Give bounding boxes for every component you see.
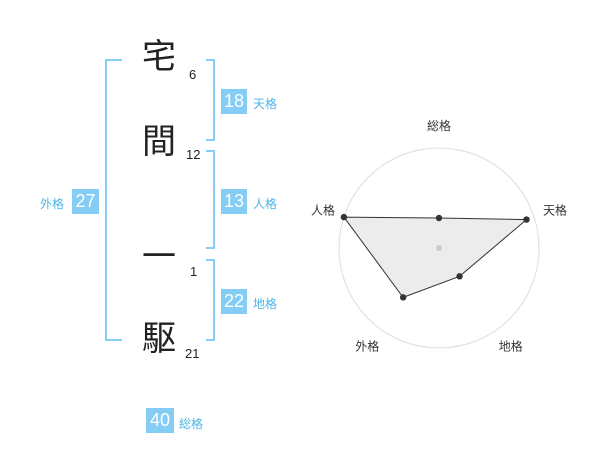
name-char-2: 間 [142,122,176,162]
radar-point [435,214,443,222]
tenkaku-label: 天格 [253,97,278,111]
stroke-count-1: 6 [189,67,197,82]
radar-axis-label: 外格 [355,339,379,354]
stroke-count-3: 1 [190,264,198,279]
chikaku-label: 地格 [253,297,278,311]
jinkaku-bracket [206,150,215,249]
name-char-1: 宅 [142,37,176,77]
radar-point [340,213,348,221]
soukaku-label: 総格 [179,417,204,431]
tenkaku-badge: 18 [221,89,247,114]
radar-area [342,216,528,299]
gaikaku-bracket [105,59,122,341]
jinkaku-label: 人格 [253,197,278,211]
radar-axis-label: 総格 [427,118,451,133]
name-char-4: 駆 [142,319,176,359]
radar-center-dot [436,245,442,251]
radar-point [523,216,530,223]
stroke-count-2: 12 [186,147,201,162]
tenkaku-bracket [206,59,215,141]
radar-point [456,273,463,280]
gaikaku-label: 外格 [40,197,65,211]
chikaku-bracket [206,259,215,341]
radar-points [340,213,530,301]
radar-axis-label: 地格 [499,339,523,354]
chikaku-badge: 22 [221,289,247,314]
radar-rings [338,147,540,349]
name-char-3: 一 [142,237,176,277]
radar-polygon [342,216,528,299]
gaikaku-badge: 27 [72,189,99,214]
radar-axis-label: 天格 [543,202,567,217]
stroke-count-4: 21 [185,346,200,361]
radar-axis-label: 人格 [311,202,335,217]
soukaku-badge: 40 [146,408,174,433]
jinkaku-badge: 13 [221,189,247,214]
radar-point [399,294,407,301]
